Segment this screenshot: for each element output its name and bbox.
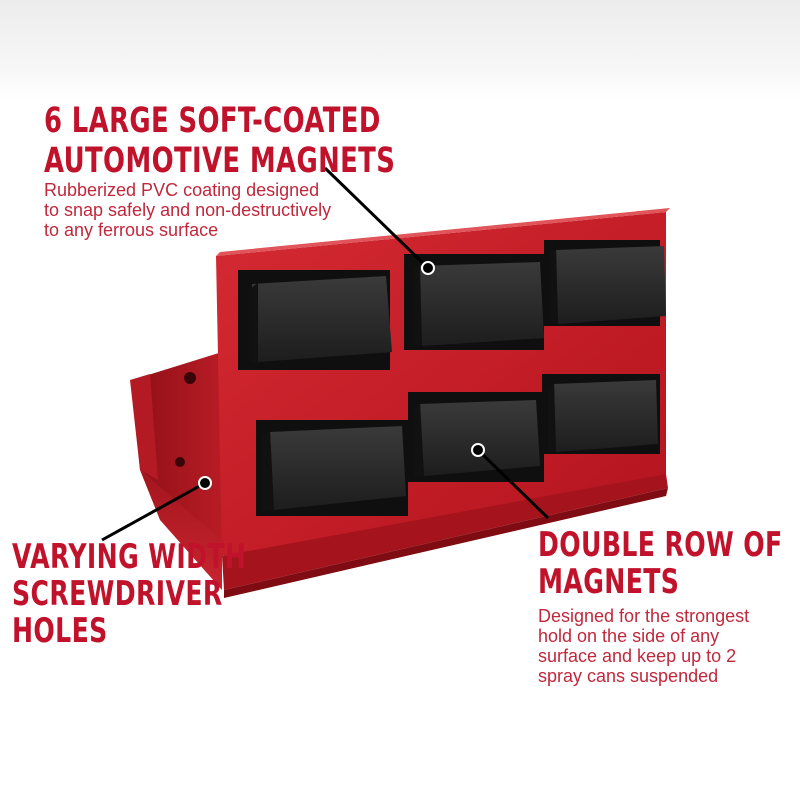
desc-line: to any ferrous surface [44,220,219,240]
magnet-bottom-3 [542,374,660,454]
magnet-bottom-2 [408,392,544,482]
heading-line: MAGNETS [538,562,680,602]
callout-soft-coated-magnets: 6 LARGE SOFT-COATED AUTOMOTIVE MAGNETS R… [44,104,519,241]
background-gradient [0,0,800,100]
heading-line: 6 LARGE SOFT-COATED [44,101,381,141]
heading-line: AUTOMOTIVE MAGNETS [44,141,396,181]
desc-line: surface and keep up to 2 [538,646,737,666]
desc-line: Designed for the strongest [538,606,750,626]
heading-line: SCREWDRIVER [12,574,223,614]
magnet-top-3 [544,240,666,326]
pointer-rows [471,443,550,520]
callout-screwdriver-holes: VARYING WIDTH SCREWDRIVER HOLES [12,540,329,651]
callout-double-row: DOUBLE ROW OF MAGNETS Designed for the s… [538,528,800,686]
callout-description: Rubberized PVC coating designed to snap … [44,180,519,240]
front-lip [222,474,668,590]
desc-line: to snap safely and non-destructively [44,200,332,220]
tray-floor [140,470,222,590]
desc-line: spray cans suspended [538,666,719,686]
tray-end-wall [130,352,222,542]
magnet-bottom-1 [256,420,408,516]
callout-description: Designed for the strongest hold on the s… [538,606,800,686]
heading-line: VARYING WIDTH [12,537,247,577]
pointer-magnets [323,166,435,275]
callout-heading: VARYING WIDTH SCREWDRIVER HOLES [12,540,246,651]
pointer-holes [101,476,212,542]
heading-line: HOLES [12,611,108,651]
magnet-top-1 [238,270,392,370]
desc-line: Rubberized PVC coating designed [44,180,320,200]
callout-heading: 6 LARGE SOFT-COATED AUTOMOTIVE MAGNETS [44,104,395,184]
callout-heading: DOUBLE ROW OF MAGNETS [538,528,783,602]
heading-line: DOUBLE ROW OF [538,525,783,565]
desc-line: hold on the side of any [538,626,720,646]
